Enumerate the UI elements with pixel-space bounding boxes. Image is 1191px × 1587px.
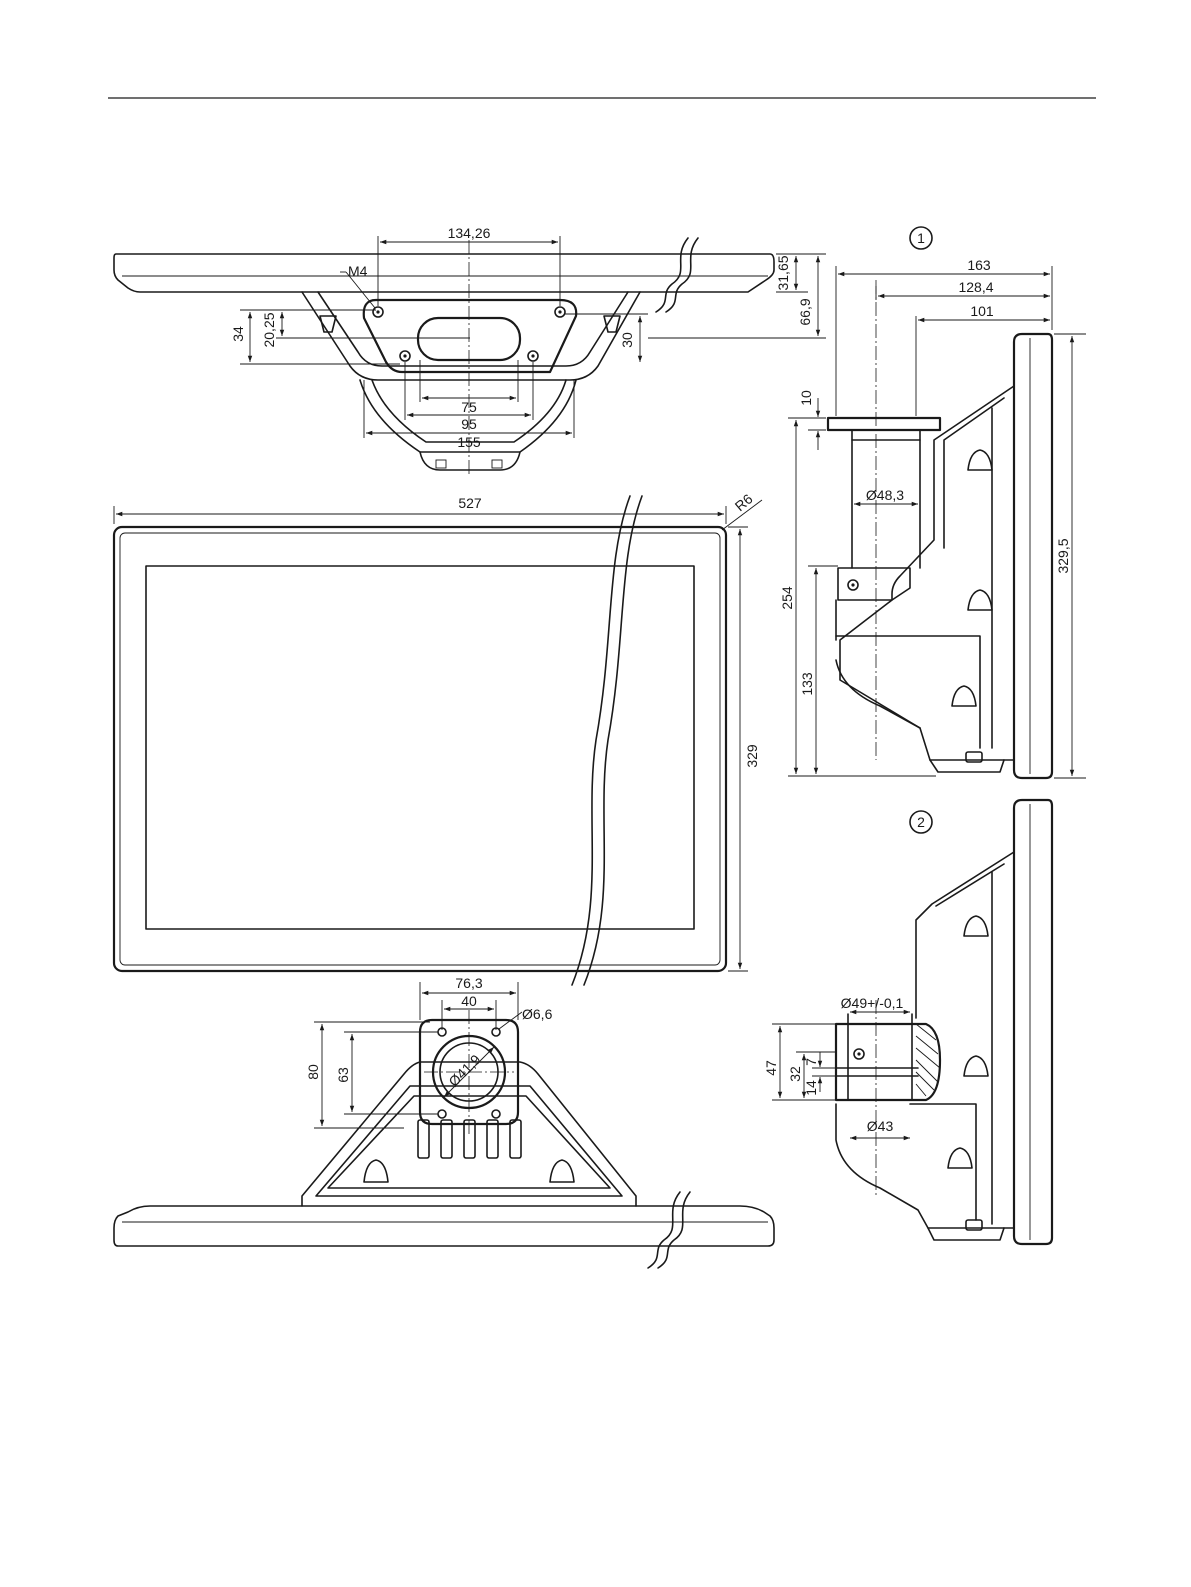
dim-95: 95: [461, 416, 477, 432]
dim-254: 254: [779, 586, 795, 610]
dim-31-65: 31,65: [775, 255, 791, 290]
dim-d41-9: Ø41,9: [445, 1051, 483, 1089]
dim-133: 133: [799, 672, 815, 696]
side-view-2: 2 Ø49+/-0,1: [763, 800, 1052, 1244]
dim-128-4: 128,4: [958, 279, 993, 295]
dim-80: 80: [305, 1064, 321, 1080]
dim-329: 329: [744, 744, 760, 768]
dim-14: 14: [803, 1080, 819, 1096]
dim-66-9: 66,9: [797, 298, 813, 325]
side2-panel: [1014, 800, 1052, 1244]
dim-329-5: 329,5: [1055, 538, 1071, 573]
bottom-view: 76,3 40 Ø6,6 80 63 Ø41,9: [114, 975, 774, 1268]
dim-155: 155: [457, 434, 481, 450]
dim-34: 34: [230, 326, 246, 342]
front-panel-outline: [114, 527, 726, 971]
front-display-area: [146, 566, 694, 929]
dim-10: 10: [798, 390, 814, 406]
side-view-1: 1 163 128,4 1: [779, 227, 1086, 778]
dim-75: 75: [461, 399, 477, 415]
view-marker-1-label: 1: [917, 230, 925, 246]
label-m4: M4: [348, 263, 368, 279]
dim-d49: Ø49+/-0,1: [841, 995, 904, 1011]
side1-panel: [1014, 334, 1052, 778]
side1-top-flange: [828, 418, 940, 430]
bottom-break-line: [648, 1192, 680, 1268]
dim-7: 7: [803, 1058, 819, 1066]
side2-socket: [836, 1024, 940, 1100]
dim-76-3: 76,3: [455, 975, 482, 991]
view-marker-2-label: 2: [917, 814, 925, 830]
dim-40: 40: [461, 993, 477, 1009]
dim-d43: Ø43: [867, 1118, 894, 1134]
dim-20-25: 20,25: [261, 312, 277, 347]
top-view: 134,26 M4 31,65 66,9 34 20,25 30: [114, 225, 826, 476]
dim-30: 30: [619, 332, 635, 348]
dim-134-26: 134,26: [448, 225, 491, 241]
top-panel-outline: [114, 254, 774, 292]
dim-101: 101: [970, 303, 994, 319]
dim-d48-3: Ø48,3: [866, 487, 904, 503]
dim-527: 527: [458, 495, 482, 511]
top-mount-plate: [364, 300, 576, 372]
dim-47: 47: [763, 1060, 779, 1076]
front-view: 527 R6 329: [114, 490, 762, 985]
dim-163: 163: [967, 257, 991, 273]
dim-r6: R6: [732, 490, 756, 514]
top-break-line: [656, 238, 688, 312]
dim-d6-6: Ø6,6: [522, 1006, 553, 1022]
dim-32: 32: [787, 1066, 803, 1082]
dim-63: 63: [335, 1067, 351, 1083]
